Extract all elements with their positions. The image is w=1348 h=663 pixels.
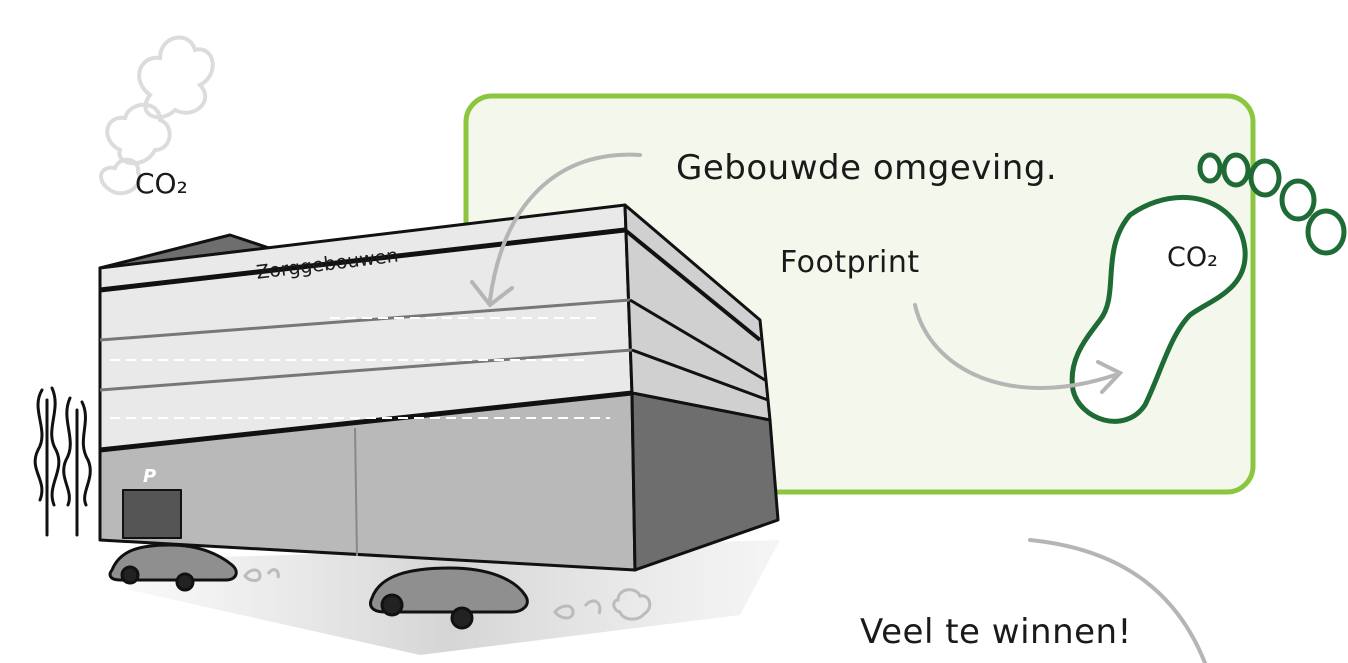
exhaust-icon <box>243 568 652 621</box>
car-icon <box>108 543 238 592</box>
arrow-icon <box>470 152 1207 663</box>
building <box>98 203 780 572</box>
parking-door <box>122 489 182 539</box>
tree-icon <box>33 386 92 537</box>
footprint-icon <box>1069 152 1347 424</box>
building-windows <box>110 317 610 419</box>
car-icon <box>369 566 529 630</box>
smoke-cloud-icon <box>99 35 215 196</box>
footprint-label: Footprint <box>780 245 920 280</box>
title-text: Gebouwde omgeving. <box>676 148 1058 188</box>
co2-footprint-label: CO₂ <box>1167 242 1218 273</box>
co2-smoke-label: CO₂ <box>135 167 188 200</box>
win-text: Veel te winnen! <box>860 612 1132 652</box>
parking-sign: P <box>143 466 157 487</box>
